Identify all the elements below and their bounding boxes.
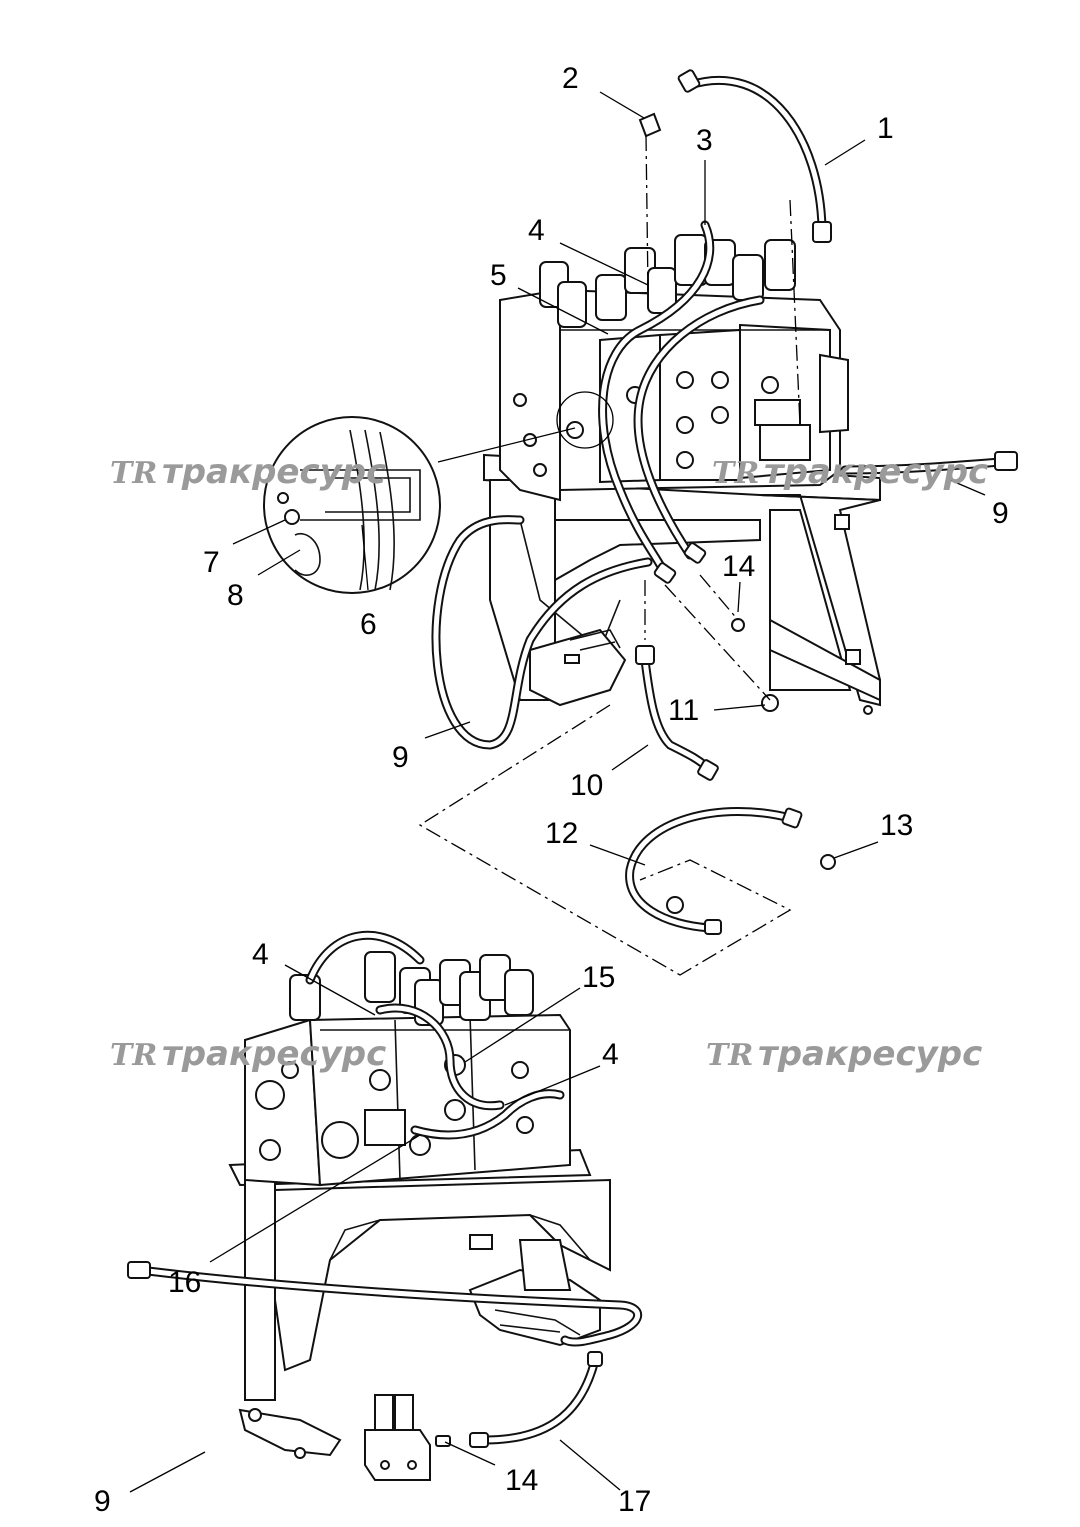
callout-16: 16 <box>168 1266 201 1299</box>
watermark-logo: TR <box>712 456 759 491</box>
callout-12: 12 <box>545 817 578 850</box>
callout-1: 1 <box>877 112 894 145</box>
bottom-stand <box>228 1148 611 1459</box>
callout-11: 11 <box>668 694 699 727</box>
watermark-logo: TR <box>706 1038 753 1073</box>
top-dash-lines <box>418 134 801 976</box>
callout-9c: 9 <box>94 1485 111 1518</box>
watermark-text: тракресурс <box>162 452 386 492</box>
callout-17: 17 <box>618 1485 651 1518</box>
watermark-logo: TR <box>110 1038 157 1073</box>
callout-7: 7 <box>203 546 220 579</box>
callout-4b: 4 <box>252 938 269 971</box>
leader-lines <box>129 91 986 1493</box>
callout-4a: 4 <box>528 214 545 247</box>
hose-12-group <box>625 807 836 935</box>
bottom-solenoids <box>289 951 534 1026</box>
watermarks: TR тракресурс TR тракресурс TR тракресур… <box>110 452 988 1074</box>
callout-2: 2 <box>562 62 579 95</box>
top-hoses <box>431 75 1018 781</box>
bottom-hoses <box>127 930 643 1448</box>
callout-6: 6 <box>360 608 377 641</box>
bottom-manifold <box>364 1394 451 1481</box>
callout-9b: 9 <box>392 741 409 774</box>
top-stand <box>483 453 881 715</box>
watermark-4: TR тракресурс <box>706 1034 982 1074</box>
watermark-2: TR тракресурс <box>712 452 988 492</box>
callout-10: 10 <box>570 769 603 802</box>
callout-15: 15 <box>582 961 615 994</box>
watermark-text: тракресурс <box>764 452 988 492</box>
callout-4c: 4 <box>602 1038 619 1071</box>
callout-14a: 14 <box>722 550 755 583</box>
callout-labels: 1 2 3 4 5 6 7 8 9 9 10 11 12 13 14 4 15 … <box>94 62 1009 1518</box>
callout-3: 3 <box>696 124 713 157</box>
watermark-logo: TR <box>110 456 157 491</box>
bottom-valve-block <box>244 951 571 1187</box>
callout-13: 13 <box>880 809 913 842</box>
solenoids <box>539 234 796 328</box>
watermark-text: тракресурс <box>162 1034 386 1074</box>
callout-5: 5 <box>490 259 507 292</box>
callout-14b: 14 <box>505 1464 538 1497</box>
watermark-text: тракресурс <box>758 1034 982 1074</box>
top-fittings <box>638 69 832 712</box>
detail-circle <box>263 391 614 594</box>
callout-9a: 9 <box>992 497 1009 530</box>
callout-8: 8 <box>227 579 244 612</box>
watermark-3: TR тракресурс <box>110 1034 386 1074</box>
top-assembly <box>263 69 1018 976</box>
watermark-1: TR тракресурс <box>110 452 386 492</box>
bottom-assembly <box>127 930 643 1481</box>
